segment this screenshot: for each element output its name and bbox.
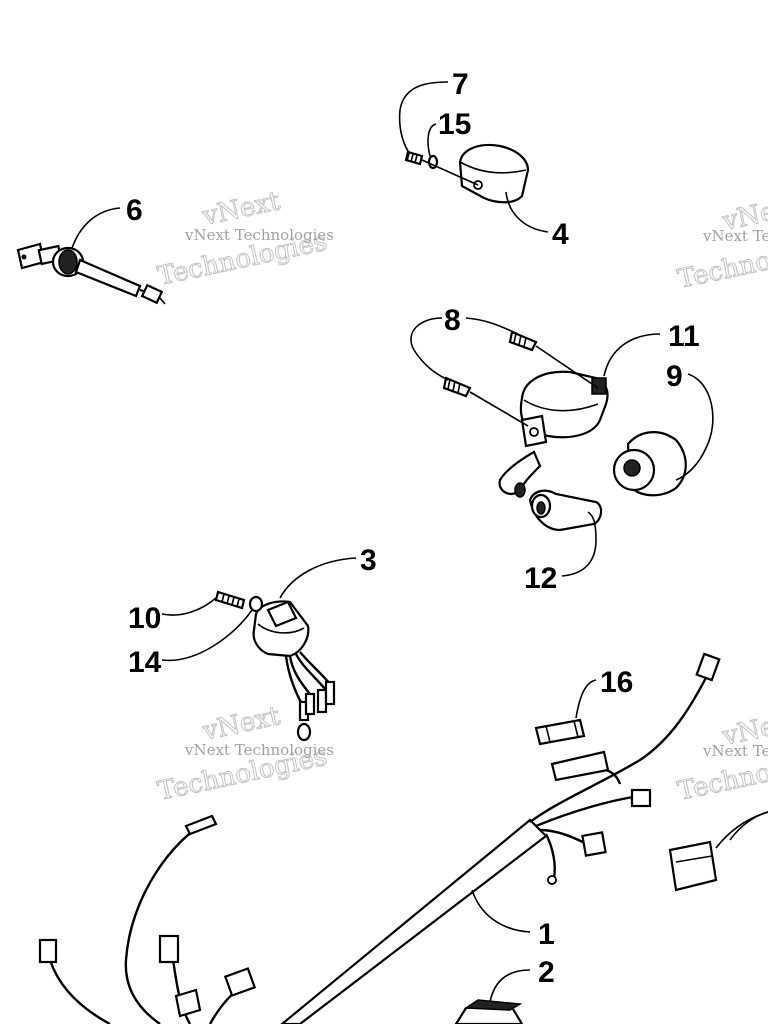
callout-6: 6 — [126, 194, 143, 227]
callout-11: 11 — [668, 320, 700, 353]
callouts: 7 15 4 6 8 11 9 12 3 10 14 16 1 2 — [126, 68, 700, 989]
watermark-top-center: vNext vNext Technologies Technologies — [155, 186, 334, 293]
callout-7: 7 — [452, 68, 469, 101]
callout-9: 9 — [666, 360, 683, 393]
callout-2: 2 — [538, 956, 555, 989]
part-relay — [454, 999, 524, 1024]
part-spark-plug-cap — [528, 489, 603, 532]
leader-lines — [71, 81, 768, 1003]
callout-15: 15 — [438, 108, 471, 141]
part-ignition-coil — [498, 370, 609, 498]
part-connector-right — [668, 811, 768, 892]
watermark-text: vNext Technologies — [184, 226, 334, 244]
part-screw-8a — [508, 330, 538, 352]
part-fuse — [534, 718, 586, 746]
part-wiring-harness — [38, 652, 721, 1024]
callout-10: 10 — [128, 602, 161, 635]
part-cdi-module — [252, 600, 336, 742]
callout-4: 4 — [552, 218, 569, 251]
watermark-bottom-right: vNext vNext Technologies Technologies — [675, 706, 768, 808]
callout-16: 16 — [600, 666, 633, 699]
part-cover — [458, 143, 530, 204]
callout-12: 12 — [524, 562, 557, 595]
callout-8: 8 — [444, 304, 461, 337]
watermark-top-right: vNext vNext Technologies Technologies — [675, 191, 768, 296]
watermark-text: vNext Technologies — [702, 227, 768, 245]
part-boot — [612, 431, 687, 497]
callout-3: 3 — [360, 544, 377, 577]
part-screw-8b — [442, 376, 472, 398]
part-washer-14 — [248, 595, 264, 613]
part-key-switch — [16, 242, 166, 305]
watermark-text: vNext Technologies — [702, 742, 768, 760]
part-screw-7 — [404, 150, 424, 166]
callout-1: 1 — [538, 918, 555, 951]
part-screw-10 — [214, 590, 246, 610]
callout-14: 14 — [128, 646, 162, 679]
watermark-text: vNext Technologies — [184, 741, 334, 759]
